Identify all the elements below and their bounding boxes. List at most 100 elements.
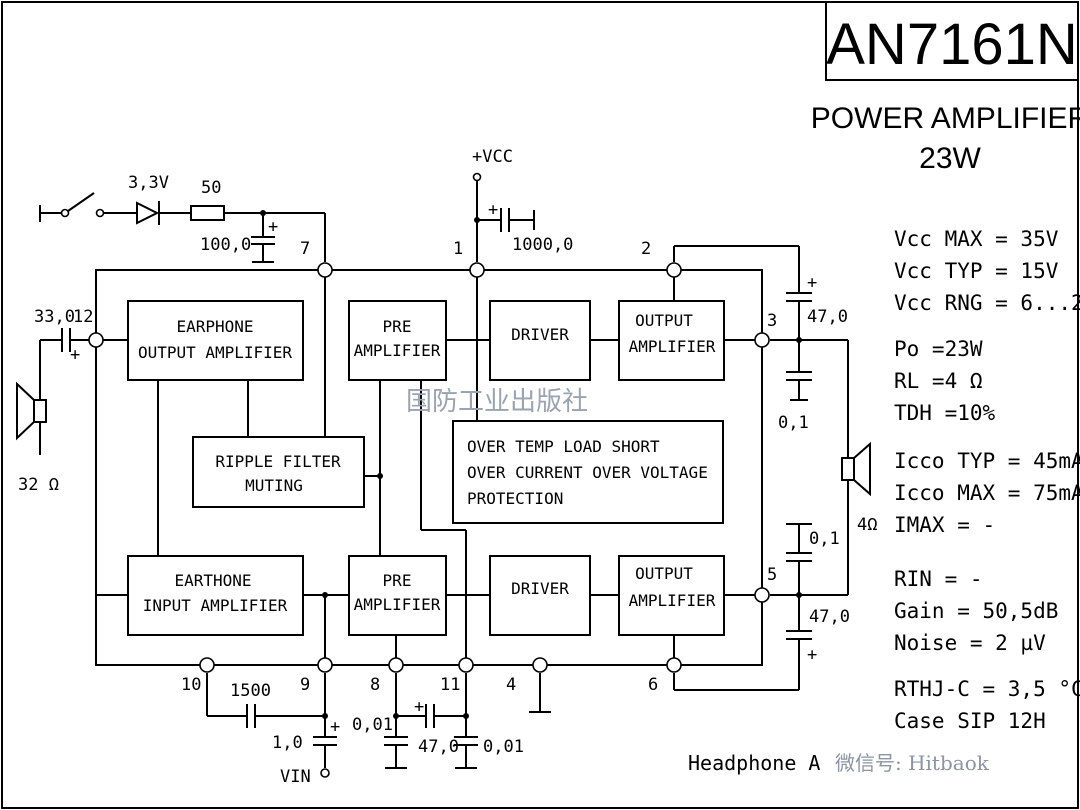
svg-text:AMPLIFIER: AMPLIFIER — [629, 337, 716, 356]
svg-text:1000,0: 1000,0 — [512, 235, 573, 255]
component-labels: +VCC 3,3V 50 100,0 1000,0 33,0 32 Ω 47,0… — [18, 147, 877, 787]
spec-item: Po =23W — [894, 337, 983, 361]
svg-text:+: + — [807, 645, 817, 665]
svg-text:11: 11 — [440, 675, 460, 695]
svg-text:3: 3 — [767, 311, 777, 331]
svg-text:1: 1 — [453, 239, 463, 259]
svg-text:8: 8 — [370, 675, 380, 695]
svg-text:1,0: 1,0 — [272, 733, 303, 753]
svg-text:47,0: 47,0 — [807, 307, 848, 327]
polarity-marks: + + + + + + + — [70, 200, 817, 737]
spec-item: Icco TYP = 45mA — [894, 449, 1080, 473]
svg-text:OVER TEMP LOAD SHORT: OVER TEMP LOAD SHORT — [467, 437, 660, 456]
ic-outline — [95, 269, 763, 666]
speaker-left-icon — [16, 381, 47, 441]
svg-text:EARTHONE: EARTHONE — [174, 571, 251, 590]
block-ripple-filter-muting: RIPPLE FILTER MUTING — [192, 436, 365, 508]
svg-text:0,01: 0,01 — [483, 737, 524, 757]
svg-text:PROTECTION: PROTECTION — [467, 489, 563, 508]
svg-text:+: + — [330, 717, 340, 737]
svg-text:DRIVER: DRIVER — [511, 579, 569, 598]
svg-text:AMPLIFIER: AMPLIFIER — [629, 591, 716, 610]
svg-text:0,01: 0,01 — [352, 715, 393, 735]
svg-text:2: 2 — [641, 239, 651, 259]
vcc-label: +VCC — [472, 147, 513, 167]
spec-item: RIN = - — [894, 567, 983, 591]
svg-text:32 Ω: 32 Ω — [18, 475, 59, 495]
wechat-watermark: 微信号: Hitbaok — [835, 751, 990, 775]
svg-text:PRE: PRE — [383, 317, 412, 336]
publisher-watermark: 国防工业出版社 — [406, 387, 588, 417]
title-line-2: 23W — [919, 142, 981, 175]
svg-text:+: + — [807, 273, 817, 293]
svg-text:0,1: 0,1 — [809, 529, 840, 549]
title-line-1: POWER AMPLIFIER — [811, 102, 1080, 135]
svg-text:1500: 1500 — [230, 681, 271, 701]
spec-item: Vcc TYP = 15V — [894, 259, 1059, 283]
svg-text:OUTPUT: OUTPUT — [635, 564, 693, 583]
spec-item: Vcc MAX = 35V — [894, 227, 1059, 251]
block-protection: OVER TEMP LOAD SHORT OVER CURRENT OVER V… — [452, 420, 724, 524]
svg-text:47,0: 47,0 — [809, 607, 850, 627]
spec-item: RTHJ-C = 3,5 °C/W — [894, 677, 1080, 701]
svg-text:+: + — [70, 345, 80, 365]
spec-list: Vcc MAX = 35V Vcc TYP = 15V Vcc RNG = 6.… — [894, 227, 1080, 733]
spec-item: Icco MAX = 75mA — [894, 481, 1080, 505]
spec-item: Gain = 50,5dB — [894, 599, 1058, 623]
block-pre-amplifier-top: PRE AMPLIFIER — [348, 300, 447, 381]
vin-terminal[interactable] — [320, 768, 330, 778]
zener-diode — [136, 201, 160, 225]
svg-text:4Ω: 4Ω — [857, 515, 877, 535]
svg-text:100,0: 100,0 — [200, 235, 251, 255]
svg-text:6: 6 — [648, 675, 658, 695]
ext-junction-dots — [260, 210, 802, 719]
junction-dots — [322, 473, 383, 598]
svg-text:DRIVER: DRIVER — [511, 325, 569, 344]
svg-text:VIN: VIN — [280, 767, 311, 787]
vcc-terminal[interactable] — [472, 172, 482, 182]
svg-text:AMPLIFIER: AMPLIFIER — [354, 595, 441, 614]
svg-text:0,1: 0,1 — [778, 413, 809, 433]
svg-text:INPUT AMPLIFIER: INPUT AMPLIFIER — [143, 596, 288, 615]
spec-item: RL =4 Ω — [894, 369, 983, 393]
block-pre-amplifier-bottom: PRE AMPLIFIER — [348, 555, 447, 636]
svg-text:12: 12 — [73, 307, 93, 327]
block-output-amplifier-bottom: OUTPUT AMPLIFIER — [618, 555, 725, 636]
svg-text:7: 7 — [300, 239, 310, 259]
svg-text:9: 9 — [300, 675, 310, 695]
svg-text:5: 5 — [767, 565, 777, 585]
svg-text:MUTING: MUTING — [245, 476, 303, 495]
svg-text:OUTPUT AMPLIFIER: OUTPUT AMPLIFIER — [138, 343, 292, 362]
pin-labels: 1 2 3 4 5 6 7 8 9 10 11 12 — [73, 239, 777, 695]
svg-text:50: 50 — [201, 178, 221, 198]
title-box: AN7161N — [825, 2, 1078, 81]
block-driver-bottom: DRIVER — [489, 555, 591, 636]
spec-item: Case SIP 12H — [894, 709, 1046, 733]
svg-text:3,3V: 3,3V — [128, 173, 169, 193]
external-wiring — [39, 180, 849, 769]
svg-text:OUTPUT: OUTPUT — [635, 311, 693, 330]
block-output-amplifier-top: OUTPUT AMPLIFIER — [618, 300, 725, 381]
svg-text:10: 10 — [181, 675, 201, 695]
spec-item: Noise = 2 µV — [894, 631, 1046, 655]
block-earphone-output-amplifier: EARPHONE OUTPUT AMPLIFIER — [127, 300, 304, 381]
block-earthone-input-amplifier: EARTHONE INPUT AMPLIFIER — [127, 555, 304, 636]
svg-text:PRE: PRE — [383, 571, 412, 590]
capacitor-symbols — [61, 208, 812, 746]
svg-text:RIPPLE FILTER: RIPPLE FILTER — [215, 452, 341, 471]
spec-item: IMAX = - — [894, 513, 995, 537]
spec-item: TDH =10% — [894, 401, 996, 425]
svg-text:+: + — [488, 200, 498, 220]
svg-text:33,0: 33,0 — [34, 307, 75, 327]
pin-nodes — [88, 262, 770, 673]
svg-text:4: 4 — [506, 675, 516, 695]
footer-text: Headphone A — [688, 751, 820, 775]
speaker-right-icon — [841, 441, 871, 497]
switch[interactable] — [60, 208, 105, 218]
spec-item: Vcc RNG = 6...26V — [894, 291, 1080, 315]
part-number: AN7161N — [826, 12, 1077, 77]
svg-text:EARPHONE: EARPHONE — [176, 317, 253, 336]
resistor-50 — [190, 205, 225, 221]
